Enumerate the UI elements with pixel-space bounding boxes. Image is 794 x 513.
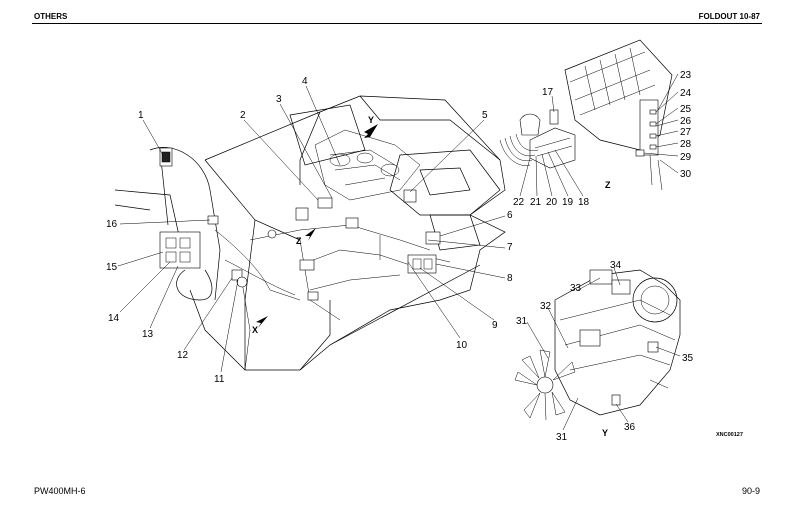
callout-31-top: 31: [516, 316, 528, 327]
page-number: 90-9: [741, 486, 760, 496]
callout-20: 20: [546, 197, 558, 208]
callout-35: 35: [682, 353, 694, 364]
callout-14: 14: [108, 313, 120, 324]
callout-6: 6: [507, 210, 513, 221]
callout-1: 1: [138, 110, 144, 121]
figure-code: XNC00127: [716, 432, 743, 438]
callout-11: 11: [214, 374, 225, 385]
callout-32: 32: [540, 301, 552, 312]
view-label-x: X: [252, 325, 258, 335]
model-number: PW400MH-6: [34, 486, 86, 496]
callout-12: 12: [177, 350, 189, 361]
callout-21: 21: [530, 197, 542, 208]
callout-15: 15: [106, 262, 118, 273]
callout-9: 9: [492, 320, 498, 331]
callout-18: 18: [578, 197, 590, 208]
callout-5: 5: [482, 110, 488, 121]
callout-13: 13: [142, 329, 154, 340]
callout-31-bottom: 31: [556, 432, 568, 443]
control-valve-detail: [564, 39, 673, 191]
callout-2: 2: [240, 110, 246, 121]
callout-numbers: 1 2 3 4 5 6 7 8 9 10 11 12 13 14 15 16 1…: [106, 70, 694, 443]
callout-30: 30: [680, 169, 692, 180]
engine-detail: [514, 269, 681, 421]
header-rule: [32, 23, 762, 24]
view-label-y-detail: Y: [602, 428, 608, 438]
callout-28: 28: [680, 139, 692, 150]
callout-4: 4: [302, 76, 308, 87]
callout-36: 36: [624, 422, 636, 433]
callout-34: 34: [610, 260, 622, 271]
callout-10: 10: [456, 340, 468, 351]
callout-8: 8: [507, 273, 513, 284]
callout-3: 3: [276, 94, 282, 105]
callout-29: 29: [680, 152, 692, 163]
callout-22: 22: [513, 197, 525, 208]
callout-27: 27: [680, 127, 692, 138]
machine-body-drawing: [114, 95, 506, 371]
callout-16: 16: [106, 219, 118, 230]
callout-24: 24: [680, 88, 692, 99]
solenoid-valve-detail: [499, 109, 576, 169]
view-label-z-detail: Z: [605, 180, 611, 190]
section-title: OTHERS: [34, 12, 68, 21]
fuse-box: [159, 231, 201, 269]
view-label-y: Y: [368, 115, 374, 125]
view-arrows: [256, 124, 378, 328]
foldout-reference: FOLDOUT 10-87: [698, 12, 760, 21]
callout-19: 19: [562, 197, 574, 208]
callout-7: 7: [507, 242, 513, 253]
leader-lines: [117, 73, 681, 431]
view-label-z: Z: [296, 236, 302, 246]
callout-33: 33: [570, 283, 582, 294]
callout-23: 23: [680, 70, 692, 81]
callout-25: 25: [680, 104, 692, 115]
callout-17: 17: [542, 87, 554, 98]
callout-26: 26: [680, 116, 692, 127]
